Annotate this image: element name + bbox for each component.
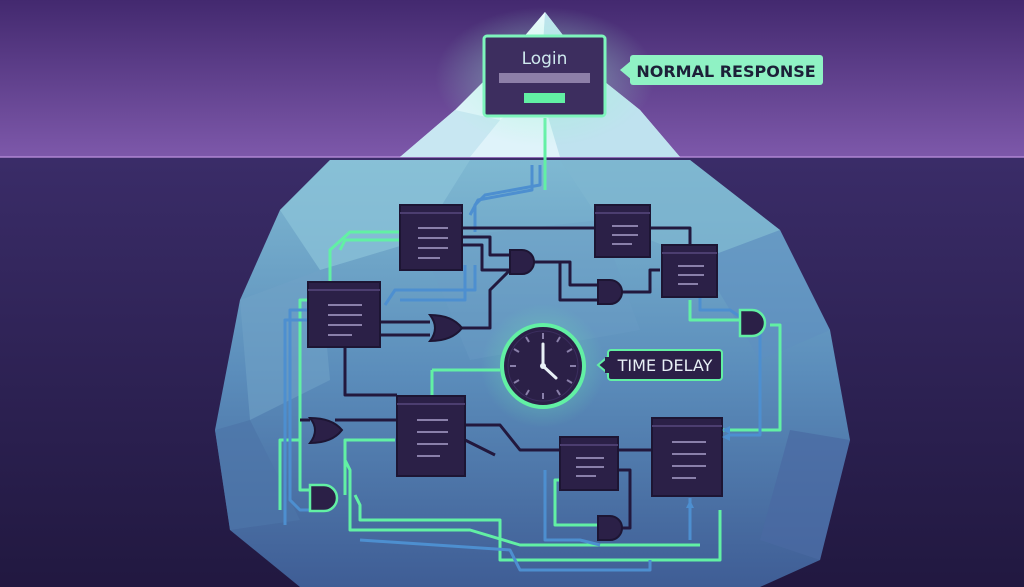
document-node-icon (399, 204, 463, 271)
time-delay-label: TIME DELAY (617, 356, 713, 375)
document-node-icon (594, 204, 651, 258)
and-gate-icon (597, 279, 623, 305)
time-delay-callout: TIME DELAY (596, 349, 723, 381)
login-box[interactable]: Login (482, 34, 607, 118)
document-node-icon (651, 417, 723, 497)
document-node-icon (661, 244, 718, 298)
or-gate-icon (427, 313, 464, 343)
and-gate-icon (308, 483, 339, 513)
document-node-icon (559, 436, 619, 491)
arrow-marks (686, 426, 730, 508)
wires-blue (283, 165, 762, 572)
document-node-icon (396, 395, 466, 477)
login-title: Login (522, 49, 568, 69)
or-gate-icon (307, 416, 344, 445)
login-input-field[interactable] (499, 73, 590, 83)
clock-icon (500, 323, 586, 409)
and-gate-icon (738, 308, 767, 338)
wires-dark (300, 226, 692, 530)
normal-response-callout: NORMAL RESPONSE (620, 55, 823, 85)
normal-response-label: NORMAL RESPONSE (636, 62, 815, 81)
and-gate-icon (509, 249, 535, 275)
and-gate-icon (597, 515, 623, 541)
document-node-icon (307, 281, 381, 348)
login-submit-button[interactable] (524, 93, 565, 103)
